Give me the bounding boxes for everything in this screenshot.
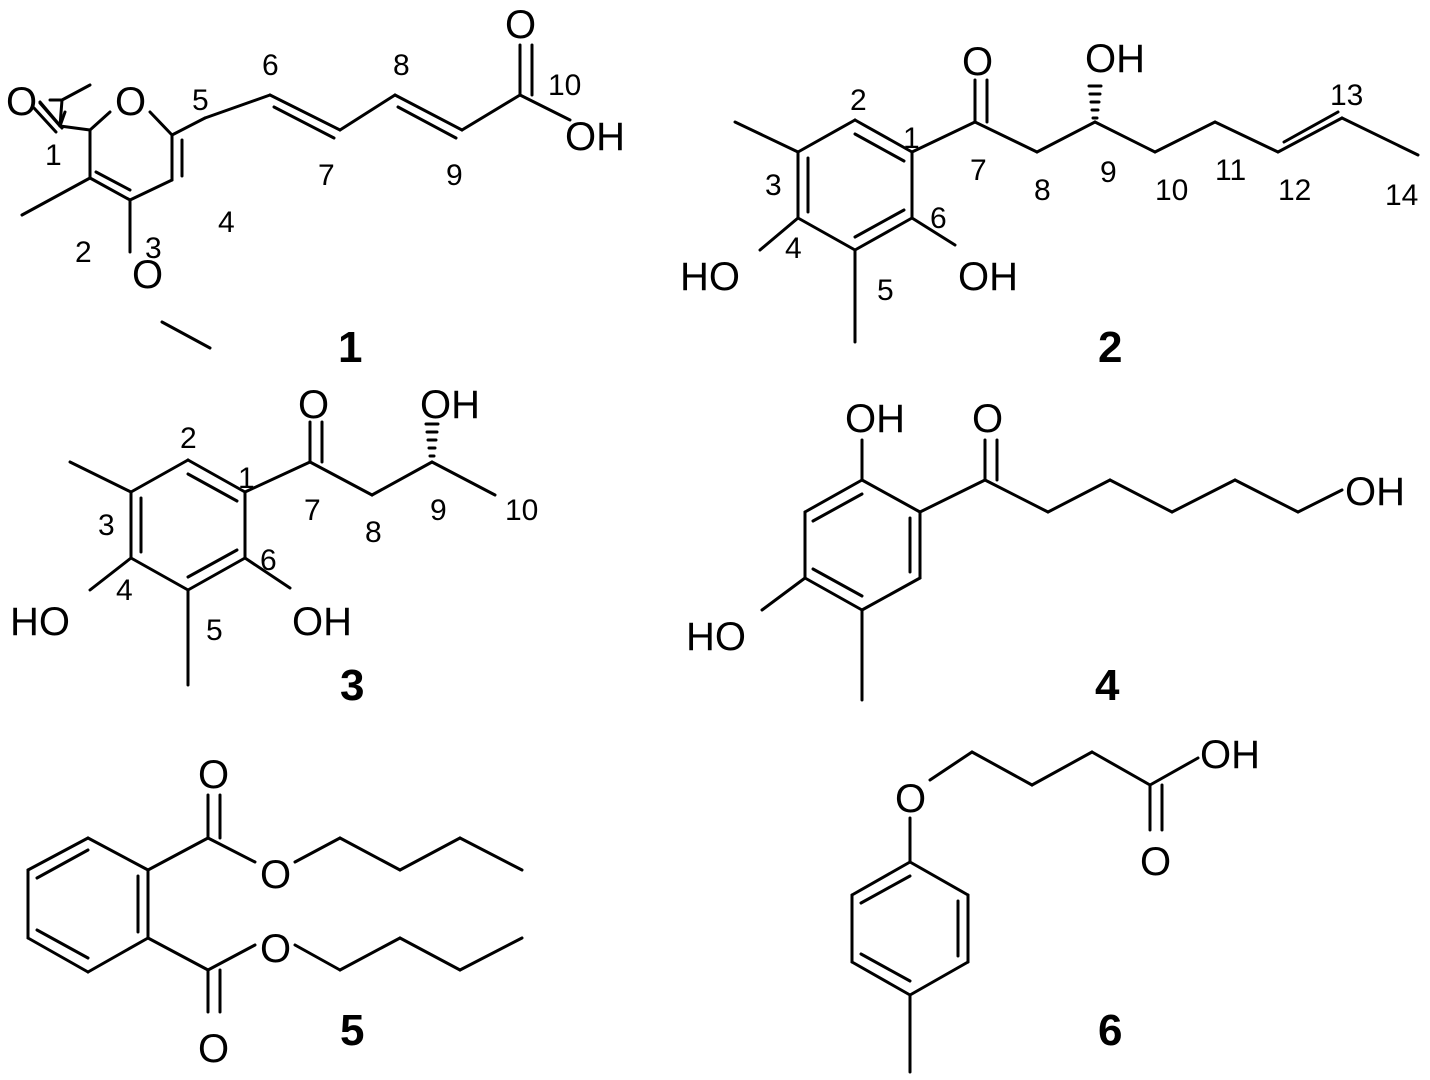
atom-label: O [6, 80, 37, 124]
compound-1: O O O O OH 1 2 3 4 5 6 7 8 9 10 1 [6, 3, 625, 372]
compound-5-bonds [26, 793, 524, 1014]
atom-label: O [198, 1027, 229, 1071]
atom-label: HO [686, 615, 746, 659]
atom-number: 6 [262, 49, 279, 82]
atom-number: 1 [903, 122, 920, 155]
atom-number: 12 [1278, 174, 1311, 207]
compound-number: 4 [1095, 661, 1120, 710]
compound-6: O OH O 6 [850, 733, 1260, 1074]
compound-1-atom-labels: O O O O OH [6, 3, 625, 297]
compound-3: O OH HO OH 1 2 3 4 5 6 7 8 9 10 3 [10, 383, 538, 710]
atom-number: 7 [318, 159, 335, 192]
compound-4-bonds [760, 438, 1344, 702]
atom-number: 7 [970, 154, 987, 187]
compound-5-atom-labels: O O O O [198, 753, 291, 1071]
atom-label: OH [292, 600, 352, 644]
compound-number: 5 [340, 1006, 364, 1055]
atom-number: 2 [75, 236, 92, 269]
atom-label: O [972, 397, 1003, 441]
atom-number: 8 [393, 49, 410, 82]
atom-number: 5 [192, 84, 209, 117]
atom-label: O [505, 3, 536, 47]
atom-label: OH [958, 255, 1018, 299]
atom-number: 5 [206, 614, 223, 647]
atom-label: O [198, 753, 229, 797]
compound-4: OH O OH HO 4 [686, 397, 1405, 710]
atom-number: 8 [1034, 174, 1051, 207]
atom-label: O [895, 777, 926, 821]
compound-4-atom-labels: OH O OH HO [686, 397, 1405, 659]
atom-number: 9 [430, 494, 447, 527]
compound-2-bonds [733, 78, 1420, 344]
atom-number: 7 [304, 494, 321, 527]
compound-2: O OH HO OH 1 2 3 4 5 6 7 8 9 10 11 12 13… [680, 37, 1420, 372]
atom-label: O [1140, 840, 1171, 884]
atom-number: 3 [145, 232, 162, 265]
atom-label: O [115, 80, 146, 124]
compound-1-bonds [20, 43, 572, 350]
atom-number: 9 [1100, 156, 1117, 189]
atom-label: O [132, 253, 163, 297]
compound-2-atom-labels: O OH HO OH [680, 37, 1145, 299]
atom-number: 13 [1330, 79, 1363, 112]
atom-label: OH [845, 397, 905, 441]
atom-number: 14 [1385, 179, 1418, 212]
compound-3-bonds [68, 420, 497, 687]
compound-number: 6 [1098, 1006, 1122, 1055]
compound-number: 1 [338, 323, 362, 372]
compound-6-bonds [850, 750, 1200, 1074]
atom-number: 6 [260, 544, 277, 577]
compound-number: 3 [340, 661, 364, 710]
atom-number: 3 [765, 169, 782, 202]
atom-label: HO [10, 600, 70, 644]
atom-label: O [298, 383, 329, 427]
atom-label: OH [1345, 470, 1405, 514]
compound-5: O O O O 5 [26, 753, 524, 1071]
atom-label: OH [420, 383, 480, 427]
atom-number: 1 [45, 139, 62, 172]
atom-label: O [962, 40, 993, 84]
compound-number: 2 [1098, 323, 1122, 372]
atom-label: HO [680, 255, 740, 299]
atom-number: 2 [850, 84, 867, 117]
atom-number: 8 [365, 516, 382, 549]
atom-number: 3 [98, 509, 115, 542]
atom-number: 10 [1155, 174, 1188, 207]
atom-number: 5 [877, 274, 894, 307]
atom-number: 4 [218, 206, 235, 239]
atom-number: 6 [930, 202, 947, 235]
atom-number: 9 [446, 159, 463, 192]
atom-label: OH [1085, 37, 1145, 81]
atom-label: OH [565, 115, 625, 159]
compound-3-atom-labels: O OH HO OH [10, 383, 480, 644]
atom-number: 2 [180, 422, 197, 455]
atom-number: 4 [116, 574, 133, 607]
atom-label: OH [1200, 733, 1260, 777]
atom-label: O [260, 853, 291, 897]
atom-number: 10 [548, 69, 581, 102]
compound-2-atom-numbers: 1 2 3 4 5 6 7 8 9 10 11 12 13 14 [765, 79, 1418, 307]
compound-6-atom-labels: O OH O [895, 733, 1260, 884]
compound-1-atom-numbers: 1 2 3 4 5 6 7 8 9 10 [45, 49, 581, 269]
atom-number: 11 [1215, 154, 1246, 187]
compound-3-atom-numbers: 1 2 3 4 5 6 7 8 9 10 [98, 422, 538, 647]
atom-number: 1 [238, 462, 255, 495]
atom-number: 4 [785, 232, 802, 265]
atom-label: O [260, 927, 291, 971]
atom-number: 10 [505, 494, 538, 527]
